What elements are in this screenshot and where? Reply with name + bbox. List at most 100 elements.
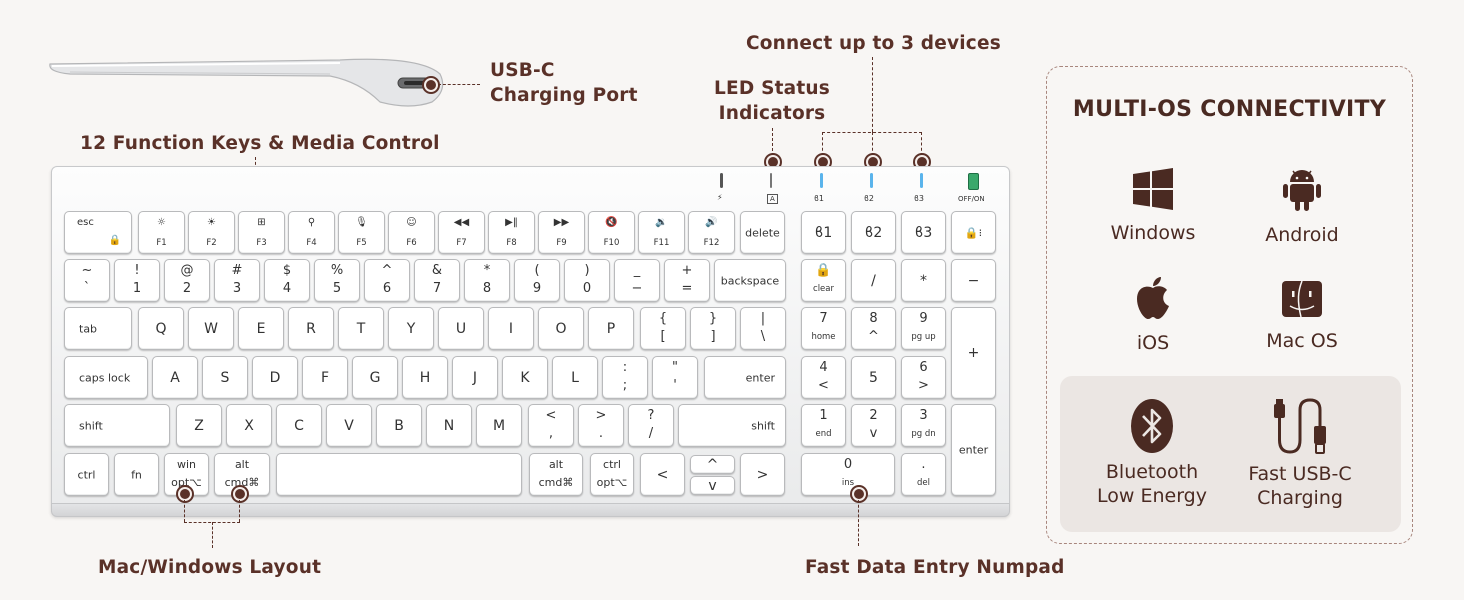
key-y[interactable]: Y	[388, 307, 434, 350]
key-m[interactable]: M	[476, 404, 522, 447]
key-left[interactable]: <	[640, 453, 685, 496]
key-f5-top-legend: 🎙	[355, 217, 368, 228]
key-f6[interactable]: ☺F6	[388, 211, 435, 254]
key-k[interactable]: K	[502, 356, 548, 399]
key-bt2[interactable]: ϐ2	[851, 211, 896, 254]
key-np_dot[interactable]: .del	[901, 453, 946, 496]
key-minus[interactable]: _−	[614, 259, 660, 302]
key-comma[interactable]: <,	[528, 404, 574, 447]
key-1[interactable]: !1	[114, 259, 160, 302]
key-t[interactable]: T	[338, 307, 384, 350]
key-np_plus[interactable]: +	[951, 307, 996, 399]
key-lock-legend: 🔒⁝	[964, 226, 983, 239]
key-f2[interactable]: ☀F2	[188, 211, 235, 254]
key-c[interactable]: C	[276, 404, 322, 447]
key-tilde[interactable]: ~`	[64, 259, 110, 302]
key-np_minus[interactable]: −	[951, 259, 996, 302]
key-8[interactable]: *8	[464, 259, 510, 302]
key-p[interactable]: P	[588, 307, 634, 350]
key-f7[interactable]: ◀◀F7	[438, 211, 485, 254]
key-np8[interactable]: 8^	[851, 307, 896, 350]
key-plus[interactable]: +=	[664, 259, 710, 302]
key-j[interactable]: J	[452, 356, 498, 399]
key-right[interactable]: >	[740, 453, 785, 496]
key-r[interactable]: R	[288, 307, 334, 350]
key-2[interactable]: @2	[164, 259, 210, 302]
key-bt1[interactable]: ϐ1	[801, 211, 846, 254]
key-u[interactable]: U	[438, 307, 484, 350]
key-5[interactable]: %5	[314, 259, 360, 302]
key-fn[interactable]: fn	[114, 453, 159, 496]
key-np5[interactable]: 5	[851, 356, 896, 399]
key-f12[interactable]: 🔊F12	[688, 211, 735, 254]
key-l[interactable]: L	[552, 356, 598, 399]
key-np_div[interactable]: /	[851, 259, 896, 302]
key-np6[interactable]: 6>	[901, 356, 946, 399]
key-ctrl[interactable]: ctrl	[64, 453, 109, 496]
key-space[interactable]	[276, 453, 522, 496]
key-f9[interactable]: ▶▶F9	[538, 211, 585, 254]
key-f[interactable]: F	[302, 356, 348, 399]
key-caps[interactable]: caps lock	[64, 356, 148, 399]
key-b[interactable]: B	[376, 404, 422, 447]
key-d[interactable]: D	[252, 356, 298, 399]
key-period[interactable]: >.	[578, 404, 624, 447]
key-semi[interactable]: :;	[602, 356, 648, 399]
key-lock[interactable]: 🔒⁝	[951, 211, 996, 254]
key-bt3[interactable]: ϐ3	[901, 211, 946, 254]
key-f3[interactable]: ⊞F3	[238, 211, 285, 254]
key-x[interactable]: X	[226, 404, 272, 447]
key-enter[interactable]: enter	[704, 356, 786, 399]
key-s[interactable]: S	[202, 356, 248, 399]
key-w[interactable]: W	[188, 307, 234, 350]
key-backspace[interactable]: backspace	[714, 259, 786, 302]
key-9[interactable]: (9	[514, 259, 560, 302]
key-v[interactable]: V	[326, 404, 372, 447]
key-down[interactable]: v	[690, 476, 735, 495]
key-np_mul[interactable]: *	[901, 259, 946, 302]
key-lshift[interactable]: shift	[64, 404, 170, 447]
key-o[interactable]: O	[538, 307, 584, 350]
key-slash[interactable]: ?/	[628, 404, 674, 447]
key-i[interactable]: I	[488, 307, 534, 350]
key-f11[interactable]: 🔉F11	[638, 211, 685, 254]
key-lbrace[interactable]: {[	[640, 307, 686, 350]
key-6[interactable]: ^6	[364, 259, 410, 302]
key-0[interactable]: )0	[564, 259, 610, 302]
key-n[interactable]: N	[426, 404, 472, 447]
key-f10[interactable]: 🔇F10	[588, 211, 635, 254]
key-rshift[interactable]: shift	[678, 404, 786, 447]
key-g[interactable]: G	[352, 356, 398, 399]
key-np_enter[interactable]: enter	[951, 404, 996, 496]
key-tab[interactable]: tab	[64, 307, 132, 350]
key-q[interactable]: Q	[138, 307, 184, 350]
key-z[interactable]: Z	[176, 404, 222, 447]
key-pipe[interactable]: |\	[740, 307, 786, 350]
key-e[interactable]: E	[238, 307, 284, 350]
key-delete[interactable]: delete	[740, 211, 785, 254]
key-7[interactable]: &7	[414, 259, 460, 302]
key-h[interactable]: H	[402, 356, 448, 399]
key-f4[interactable]: ⚲F4	[288, 211, 335, 254]
key-up[interactable]: ^	[690, 455, 735, 474]
power-switch[interactable]	[968, 173, 979, 190]
key-3[interactable]: #3	[214, 259, 260, 302]
key-f5[interactable]: 🎙F5	[338, 211, 385, 254]
key-np4[interactable]: 4<	[801, 356, 846, 399]
key-f1[interactable]: ☼F1	[138, 211, 185, 254]
key-clear[interactable]: 🔒clear	[801, 259, 846, 302]
key-rbrace[interactable]: }]	[690, 307, 736, 350]
key-4[interactable]: $4	[264, 259, 310, 302]
key-a[interactable]: A	[152, 356, 198, 399]
key-f8[interactable]: ▶‖F8	[488, 211, 535, 254]
key-esc[interactable]: esc🔒	[64, 211, 132, 254]
key-quote[interactable]: "'	[652, 356, 698, 399]
